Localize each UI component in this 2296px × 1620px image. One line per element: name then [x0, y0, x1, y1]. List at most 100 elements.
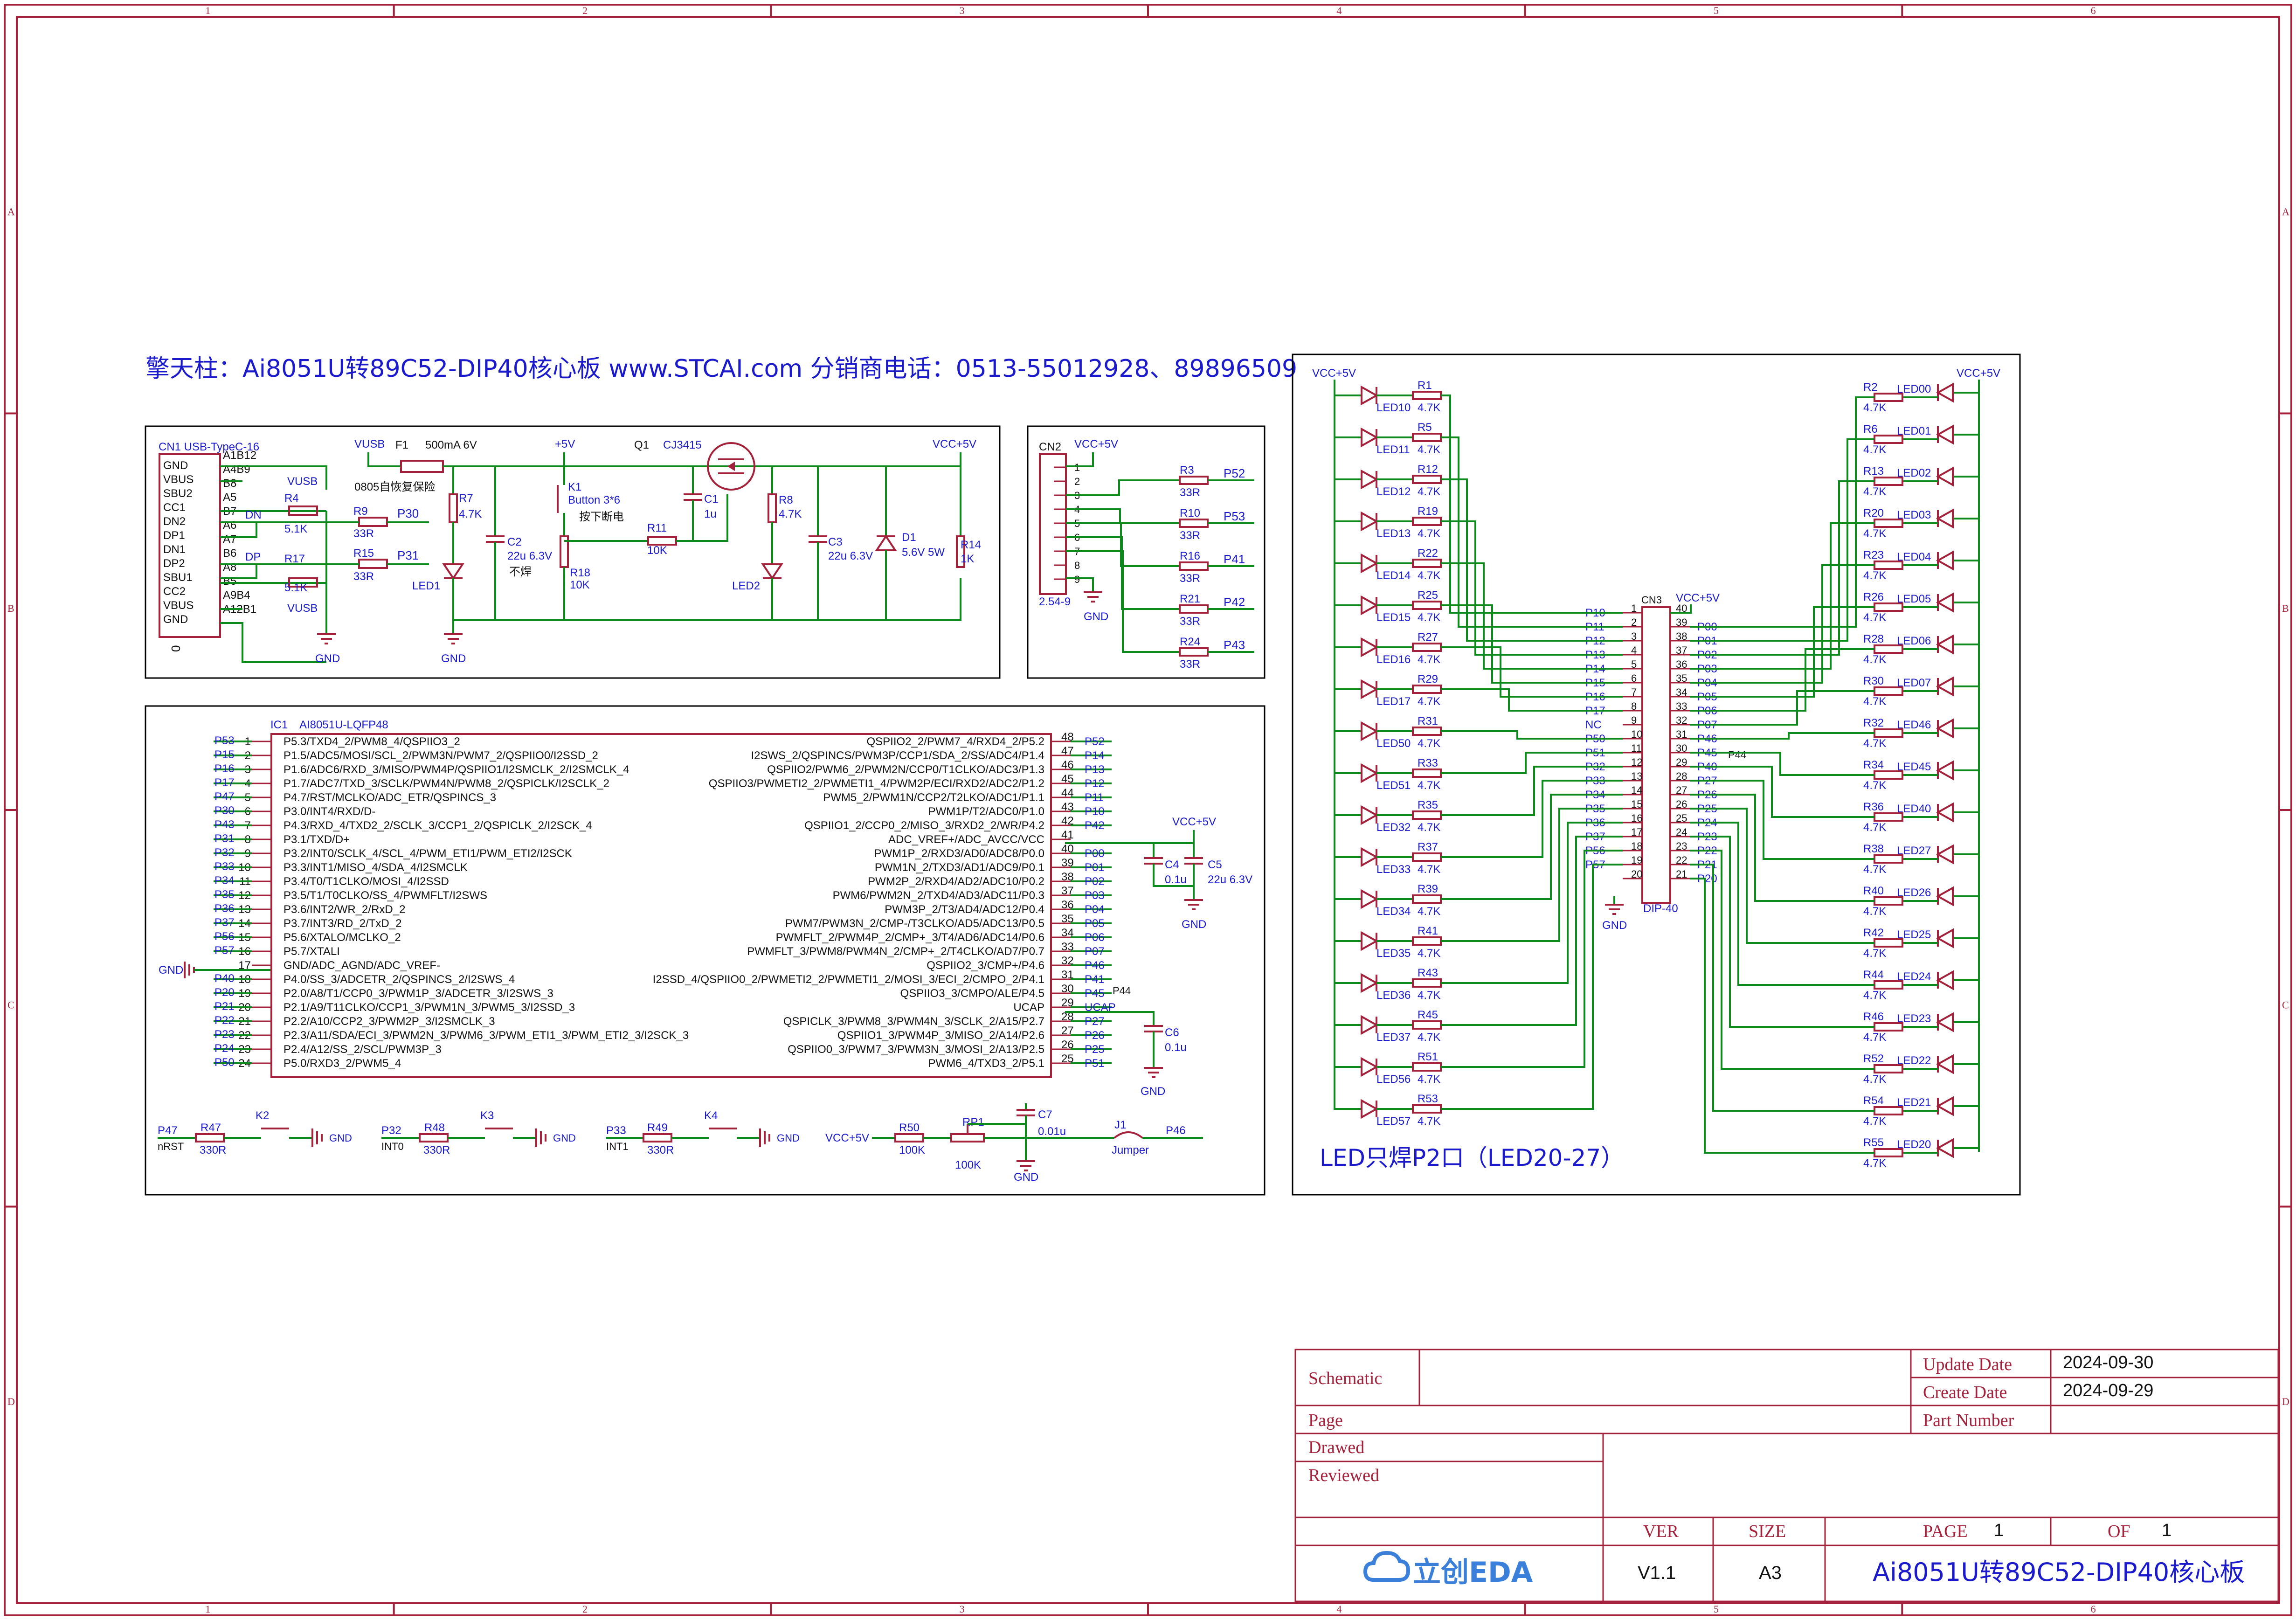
mcu-net-label: P47: [214, 790, 235, 803]
frame-row-label: A: [7, 206, 15, 217]
usb-pin-name: CC1: [163, 501, 186, 514]
led-res-value: 4.7K: [1863, 1031, 1886, 1044]
led-label: LED13: [1376, 527, 1411, 540]
led-symbol: [1936, 424, 1954, 445]
led-wire: [1690, 752, 1874, 776]
svg-text:0: 0: [169, 645, 183, 652]
led-wire: [1441, 646, 1623, 698]
dip40-section: CN3 VCC+5V DIP-40 1P102P113P124P135P146P…: [1312, 367, 2000, 1171]
led-res-ref: R30: [1863, 675, 1884, 687]
svg-text:GND: GND: [553, 1132, 576, 1144]
svg-text:R50: R50: [899, 1122, 920, 1134]
dip-pin-number: 30: [1676, 742, 1687, 754]
mcu-pin-function: PWM6/PWM2N_2/TXD4/AD3/ADC11/P0.3: [833, 889, 1044, 902]
svg-text:2024-09-30: 2024-09-30: [2063, 1353, 2153, 1372]
led-wire: [1441, 478, 1623, 642]
led-res-value: 4.7K: [1863, 1073, 1886, 1086]
svg-text:5.6V 5W: 5.6V 5W: [902, 546, 945, 559]
usb-pin-number: A8: [223, 561, 236, 574]
svg-text:DP: DP: [245, 551, 261, 563]
svg-text:CN3: CN3: [1641, 594, 1662, 606]
mcu-pin-function: P1.7/ADC7/TXD_3/SCLK/PWM4N/PWM8_2/QSPICL…: [284, 777, 609, 790]
svg-text:33R: 33R: [353, 570, 374, 583]
svg-text:VCC+5V: VCC+5V: [1312, 367, 1356, 380]
cn2-resistor: [1179, 647, 1209, 657]
mcu-net-label: P50: [214, 1056, 235, 1069]
led-res-value: 4.7K: [1863, 653, 1886, 666]
led-symbol: [1361, 511, 1379, 532]
led-wire: [1690, 780, 1874, 860]
svg-text:1: 1: [2162, 1521, 2172, 1540]
dip-pin-number: 2: [1631, 616, 1637, 628]
svg-text:K4: K4: [704, 1109, 718, 1122]
svg-text:GND: GND: [1014, 1171, 1038, 1184]
cn2-res-value: 33R: [1180, 615, 1200, 628]
svg-text:K3: K3: [480, 1109, 494, 1122]
led-res-value: 4.7K: [1418, 821, 1440, 834]
svg-text:500mA 6V: 500mA 6V: [425, 439, 477, 451]
svg-text:Update Date: Update Date: [1923, 1355, 2012, 1374]
mcu-pin-function: P3.6/INT2/WR_2/RxD_2: [284, 903, 405, 916]
svg-text:IC1: IC1: [270, 719, 288, 731]
usb-pin-name: SBU1: [163, 571, 193, 584]
cn2-net: P41: [1224, 552, 1245, 566]
mcu-net-label: P12: [1085, 777, 1105, 790]
led-resistor: [1412, 601, 1442, 610]
svg-text:R17: R17: [284, 553, 305, 565]
led-resistor: [1412, 475, 1442, 484]
led-res-ref: R39: [1418, 883, 1438, 895]
cn2-pin-number: 9: [1074, 574, 1080, 585]
usb-pin-number: A9B4: [223, 589, 250, 602]
dip-pin-number: 35: [1676, 672, 1687, 684]
led-res-value: 4.7K: [1418, 779, 1440, 792]
led-res-ref: R28: [1863, 633, 1884, 645]
led-symbol: [1936, 634, 1954, 655]
mcu-net-label: P51: [1085, 1057, 1105, 1070]
svg-text:GND: GND: [1182, 918, 1206, 931]
mcu-pin-function: PWM3P_2/T3/AD4/ADC12/P0.4: [885, 903, 1044, 916]
dip-box: [1292, 353, 2021, 1196]
dip-pin-number: 33: [1676, 700, 1687, 712]
dip-pin-number: 28: [1676, 770, 1687, 782]
led-res-ref: R54: [1863, 1094, 1884, 1107]
mcu-pin-function: PWMFLT_3/PWM8/PWM4N_2/CMP+_2/T4CLKO/AD7/…: [747, 945, 1044, 958]
mcu-pin-function: P5.3/TXD4_2/PWM8_4/QSPIIO3_2: [284, 735, 460, 748]
svg-text:22u 6.3V: 22u 6.3V: [507, 550, 552, 562]
svg-text:5.1K: 5.1K: [284, 582, 307, 594]
frame-col-label: 3: [960, 1603, 965, 1615]
led-symbol: [1361, 553, 1379, 574]
svg-text:GND: GND: [315, 652, 340, 665]
svg-text:VCC+5V: VCC+5V: [933, 438, 976, 450]
led-label: LED50: [1376, 737, 1411, 750]
svg-text:2024-09-29: 2024-09-29: [2063, 1381, 2153, 1400]
mcu-pin-function: PWM2P_2/RXD4/AD2/ADC10/P0.2: [868, 875, 1044, 888]
svg-text:VUSB: VUSB: [287, 475, 318, 488]
dip-pin-number: 20: [1631, 868, 1642, 880]
led-wire: [1441, 766, 1623, 816]
svg-text:330R: 330R: [647, 1144, 674, 1156]
svg-text:R9: R9: [353, 505, 368, 518]
mcu-net-label: P20: [214, 986, 235, 999]
svg-text:立创EDA: 立创EDA: [1413, 1556, 1533, 1589]
led-res-ref: R55: [1863, 1136, 1884, 1149]
led-label: LED37: [1376, 1031, 1411, 1044]
mcu-pin-function: QSPIIO1_3/PWM4P_3/MISO_2/A14/P2.6: [837, 1029, 1044, 1042]
mcu-net-label: P34: [214, 874, 235, 887]
mcu-net-label: P05: [1085, 917, 1105, 930]
led-label: LED17: [1376, 695, 1411, 708]
led-res-value: 4.7K: [1863, 989, 1886, 1002]
led-symbol: [1936, 676, 1954, 697]
svg-text:0.01u: 0.01u: [1038, 1125, 1066, 1138]
svg-text:V1.1: V1.1: [1638, 1563, 1676, 1583]
led-resistor: [1412, 559, 1442, 568]
frame-col-label: 6: [2091, 1603, 2096, 1615]
led-wire: [1690, 836, 1874, 1028]
svg-text:VCC+5V: VCC+5V: [1957, 367, 2000, 380]
dip-pin-number: 27: [1676, 784, 1687, 796]
led-res-ref: R41: [1418, 925, 1438, 937]
cn2-wire: [1066, 550, 1180, 653]
svg-text:4.7K: 4.7K: [459, 508, 482, 520]
svg-text:LED只焊P2口（LED20-27）: LED只焊P2口（LED20-27）: [1320, 1144, 1624, 1171]
led-res-ref: R51: [1418, 1051, 1438, 1063]
cn2-res-value: 33R: [1180, 529, 1200, 542]
